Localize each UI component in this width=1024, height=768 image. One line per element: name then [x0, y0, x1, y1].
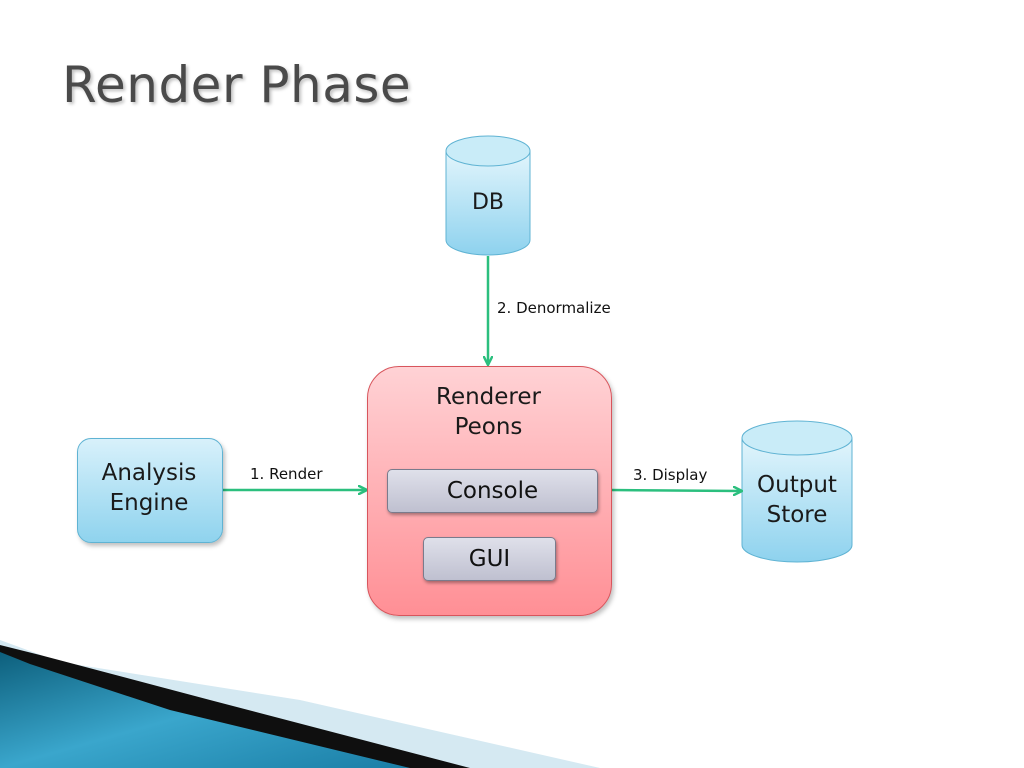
- renderer-line-1: Renderer: [436, 384, 541, 410]
- output-store-label: Output Store: [742, 470, 852, 530]
- analysis-engine-line-2: Engine: [109, 490, 189, 516]
- arrow-display: [609, 490, 741, 491]
- analysis-engine-label: Analysis Engine: [77, 458, 221, 518]
- corner-swoosh-decoration: [0, 640, 600, 768]
- console-node: Console: [387, 469, 598, 513]
- output-store-line-2: Store: [766, 502, 828, 528]
- gui-node: GUI: [423, 537, 556, 581]
- analysis-engine-line-1: Analysis: [101, 460, 197, 486]
- edge-label-render: 1. Render: [250, 465, 323, 483]
- db-cylinder: [445, 135, 531, 256]
- output-store-line-1: Output: [757, 472, 837, 498]
- renderer-peons-label: Renderer Peons: [367, 382, 610, 442]
- edge-label-display: 3. Display: [633, 466, 708, 484]
- analysis-engine-node: [77, 438, 223, 543]
- output-store-cylinder: [741, 420, 853, 563]
- edge-label-denormalize: 2. Denormalize: [497, 299, 611, 317]
- renderer-line-2: Peons: [454, 414, 523, 440]
- slide-title: Render Phase: [62, 56, 412, 114]
- db-label: DB: [471, 190, 505, 215]
